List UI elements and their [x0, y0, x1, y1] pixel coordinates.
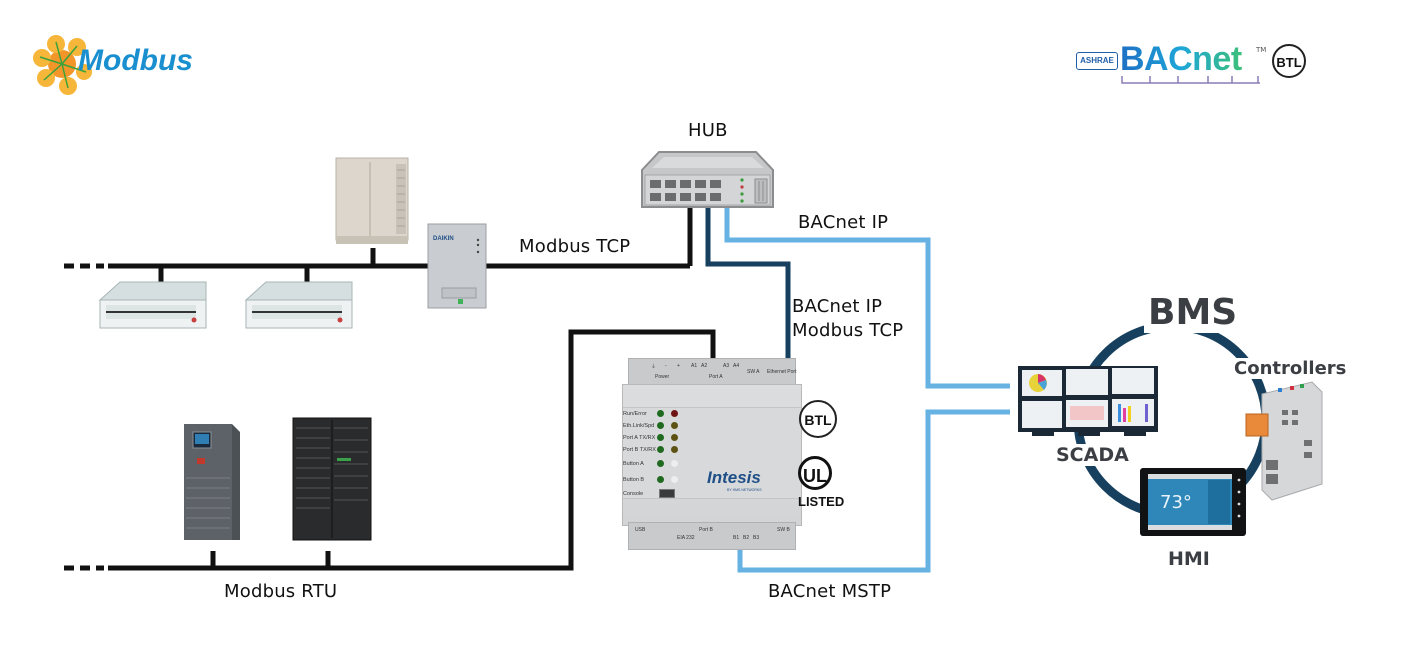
bacnet-logo-text: BACnet	[1120, 40, 1242, 78]
status-led-left	[657, 476, 664, 483]
port-a-group-label: Port A	[709, 374, 723, 380]
terminal-b1: B1	[733, 535, 740, 541]
led-label: Port A TX/RX	[623, 435, 656, 441]
intesis-brand-sub: BY HMS NETWORKS	[727, 488, 762, 492]
scada-monitor-wall	[1018, 366, 1158, 436]
terminal-a1: A1	[691, 363, 698, 369]
terminal-minus: -	[665, 363, 667, 369]
led-row: Button B	[623, 477, 693, 487]
led-row: Button A	[623, 461, 693, 471]
hub-label: HUB	[688, 120, 728, 141]
status-led-right	[671, 434, 678, 441]
console-port	[659, 489, 675, 498]
status-led-right	[671, 460, 678, 467]
led-label: Port B TX/RX	[623, 447, 656, 453]
gateway-leds	[623, 385, 801, 525]
bacnet-ip-wire	[724, 206, 1010, 389]
led-label: Run/Error	[623, 411, 647, 417]
status-led-left	[657, 410, 664, 417]
bms-title: BMS	[1144, 292, 1242, 333]
sw-b-label: SW B	[777, 527, 790, 533]
terminal-plus: +	[677, 363, 680, 369]
ul-listed-label: LISTED	[798, 494, 845, 509]
terminal-a4: A4	[733, 363, 740, 369]
port-b-label: Port B	[699, 527, 713, 533]
terminal-b2: B2	[743, 535, 750, 541]
controllers-label: Controllers	[1232, 358, 1349, 379]
status-led-left	[657, 460, 664, 467]
ul-certification-badge: UL	[798, 456, 832, 490]
power-group-label: Power	[655, 374, 670, 380]
led-label: Button B	[623, 477, 645, 483]
trademark-mark: TM	[1256, 46, 1267, 54]
ups-cabinet	[184, 424, 240, 540]
bacnet-ip-modbus-tcp-label-line1: BACnet IP	[792, 296, 883, 317]
modbus-tcp-label: Modbus TCP	[519, 236, 631, 257]
ducted-indoor-unit	[98, 281, 207, 329]
status-led-right	[671, 446, 678, 453]
modbus-logo-text: Modbus	[78, 44, 193, 77]
led-row: Eth.Link/Spd	[623, 423, 693, 433]
ashrae-badge: ASHRAE	[1076, 52, 1118, 70]
svg-text:DAIKIN: DAIKIN	[433, 236, 454, 242]
gateway-front-panel: Run/Error Eth.Link/Spd Port A TX/RX Port…	[623, 407, 801, 499]
hmi-label: HMI	[1168, 548, 1210, 570]
status-led-right	[671, 410, 678, 417]
hub-ports	[650, 180, 721, 201]
hmi-touch-panel: 73°	[1140, 468, 1246, 536]
bacnet-ip-label: BACnet IP	[798, 212, 889, 233]
modbus-molecule-icon	[33, 35, 92, 95]
bacnet-mstp-label: BACnet MSTP	[768, 581, 892, 602]
status-led-right	[671, 476, 678, 483]
plc-controller	[1245, 381, 1323, 501]
terminal-ground: ⏚	[651, 364, 657, 370]
status-led-left	[657, 446, 664, 453]
led-row: Run/Error	[623, 411, 693, 421]
modular-ups-cabinet	[292, 417, 372, 541]
intesis-brand: Intesis	[707, 468, 761, 487]
intesis-gateway: ⏚ - + A1 A2 A3 A4 Power Port A SW A Ethe…	[622, 358, 802, 550]
bacnet-bus-graphic	[1121, 76, 1260, 84]
gateway-body: Run/Error Eth.Link/Spd Port A TX/RX Port…	[622, 384, 802, 526]
ducted-indoor-unit	[244, 281, 353, 329]
hub-device	[641, 151, 774, 208]
sw-a-label: SW A	[747, 369, 760, 375]
bacnet-mstp-wire	[737, 409, 1010, 573]
status-led-left	[657, 422, 664, 429]
led-label: Button A	[623, 461, 644, 467]
hmi-temperature: 73°	[1160, 492, 1192, 513]
bacnet-ip-modbus-tcp-wire	[705, 206, 791, 360]
gateway-top-terminals: ⏚ - + A1 A2 A3 A4 Power Port A SW A Ethe…	[628, 358, 796, 386]
modbus-rtu-bus	[64, 329, 716, 571]
bacnet-logo: ASHRAE BACnet TM BTL	[1076, 40, 1316, 86]
status-led-left	[657, 434, 664, 441]
daikin-interface-box: DAIKIN	[427, 223, 487, 309]
usb-label: USB	[635, 527, 646, 533]
outdoor-vrf-unit	[335, 157, 409, 244]
led-row: Port B TX/RX	[623, 447, 693, 457]
terminal-a2: A2	[701, 363, 708, 369]
btl-badge: BTL	[1272, 44, 1306, 78]
modbus-logo: Modbus	[30, 34, 230, 96]
btl-certification-badge: BTL	[799, 400, 837, 438]
terminal-b3: B3	[753, 535, 760, 541]
eia232-label: EIA 232	[677, 535, 695, 541]
terminal-a3: A3	[723, 363, 730, 369]
led-row: Port A TX/RX	[623, 435, 693, 445]
ethernet-port-label: Ethernet Port	[767, 369, 797, 375]
console-label: Console	[623, 491, 644, 497]
status-led-right	[671, 422, 678, 429]
bacnet-ip-modbus-tcp-label-line2: Modbus TCP	[792, 320, 904, 341]
led-label: Eth.Link/Spd	[623, 423, 655, 429]
scada-label: SCADA	[1054, 444, 1131, 466]
modbus-tcp-bus	[64, 206, 693, 284]
gateway-bottom-terminals: USB Port B EIA 232 B1 B2 B3 SW B	[628, 522, 796, 550]
modbus-rtu-label: Modbus RTU	[224, 581, 338, 602]
